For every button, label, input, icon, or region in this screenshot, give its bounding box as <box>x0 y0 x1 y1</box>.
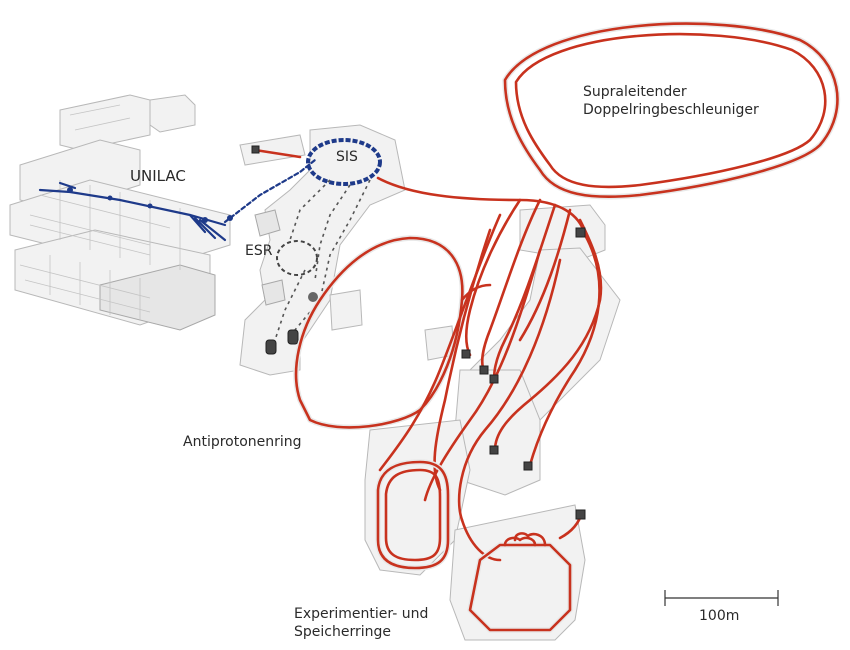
label-experiment-line1: Experimentier- und <box>294 606 429 622</box>
label-antiproton-ring: Antiprotonenring <box>183 434 302 450</box>
label-superconducting-ring-line1: Supraleitender <box>583 84 687 100</box>
scale-bar-label: 100m <box>699 608 740 624</box>
scale-bar <box>664 590 779 606</box>
sis-esr-building <box>239 124 406 376</box>
label-unilac: UNILAC <box>130 167 186 185</box>
unilac-building <box>9 94 231 331</box>
sis-ring <box>306 138 382 186</box>
esr-ring <box>265 179 371 355</box>
label-experiment-line2: Speicherringe <box>294 624 391 640</box>
storage-ring-nesr <box>467 532 573 633</box>
label-esr: ESR <box>245 243 273 259</box>
superconducting-double-ring <box>502 20 841 200</box>
label-superconducting-ring-line2: Doppelringbeschleuniger <box>583 102 759 118</box>
antiproton-ring <box>293 235 466 431</box>
label-sis: SIS <box>336 149 358 165</box>
storage-ring-cr <box>375 459 451 571</box>
